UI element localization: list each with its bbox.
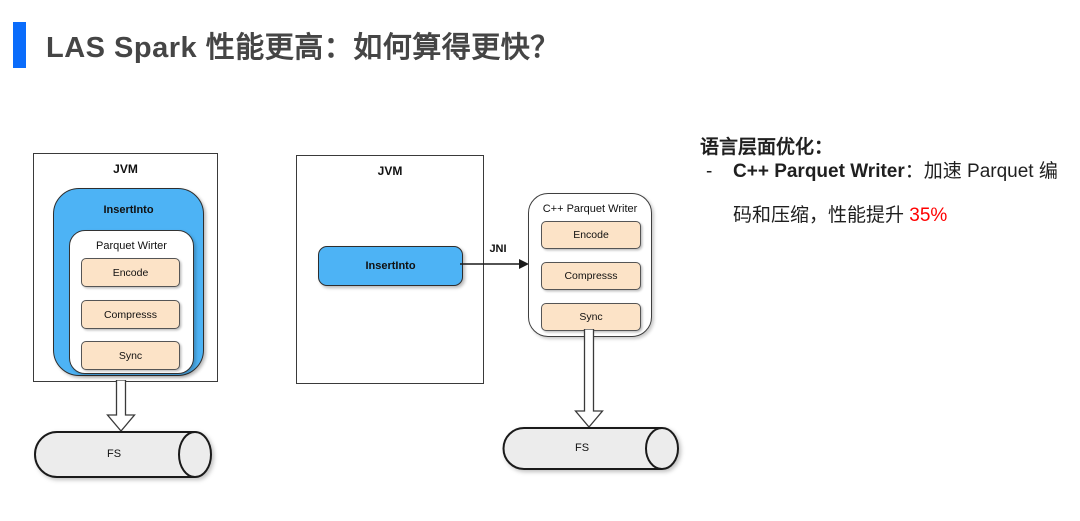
insertinto-box-left: InsertInto Parquet Wirter Encode Compres… (53, 188, 204, 376)
step-sync-right: Sync (541, 303, 641, 331)
bullet-dash: - (706, 161, 713, 182)
step-encode-right: Encode (541, 221, 641, 249)
fs-label-right: FS (574, 442, 590, 454)
down-arrow-icon-left (106, 380, 136, 432)
title-accent-bar (13, 22, 26, 68)
insertinto-label-left: InsertInto (103, 204, 154, 216)
cpp-parquet-writer-box: C++ Parquet Writer Encode Compresss Sync (528, 193, 652, 337)
jni-label: JNI (489, 243, 507, 255)
down-arrow-icon-right (574, 329, 604, 428)
fs-label-left: FS (106, 448, 122, 460)
fs-cylinder-icon-right (502, 427, 679, 470)
step-compress-left: Compresss (81, 300, 180, 329)
notes-bullet: - C++ Parquet Writer：加速 Parquet 编码和压缩，性能… (706, 150, 1076, 238)
parquet-writer-label-left: Parquet Wirter (96, 240, 167, 252)
fs-cylinder-icon-left (34, 431, 212, 478)
parquet-writer-box-left: Parquet Wirter Encode Compresss Sync (69, 230, 194, 374)
page-title: LAS Spark 性能更高：如何算得更快？ (46, 32, 560, 64)
jvm-label-left: JVM (113, 162, 138, 176)
insertinto-box-right: InsertInto (318, 246, 463, 286)
bullet-highlight-segment: 35% (909, 205, 948, 226)
bullet-text: C++ Parquet Writer：加速 Parquet 编码和压缩，性能提升… (733, 150, 1069, 238)
cpp-parquet-writer-label: C++ Parquet Writer (542, 203, 638, 215)
jvm-box-left: JVM InsertInto Parquet Wirter Encode Com… (33, 153, 218, 382)
step-sync-left: Sync (81, 341, 180, 370)
jvm-label-right: JVM (377, 164, 403, 178)
jni-arrow-icon (460, 259, 529, 269)
jvm-box-right: JVM InsertInto (296, 155, 484, 384)
notes-heading: 语言层面优化： (700, 137, 834, 158)
bullet-body-segment: ：加速 Parquet 编码和压缩，性能提升 (733, 161, 1058, 226)
step-compress-right: Compresss (541, 262, 641, 290)
bullet-bold-segment: C++ Parquet Writer (733, 161, 905, 182)
step-encode-left: Encode (81, 258, 180, 287)
